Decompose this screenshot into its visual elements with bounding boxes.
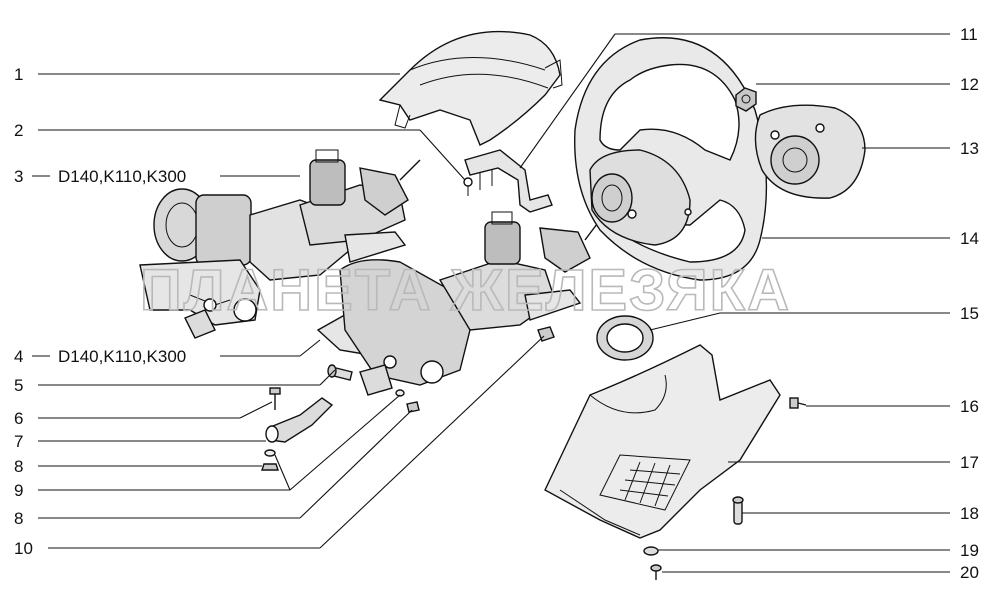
callout-6-number: 6 (14, 409, 23, 428)
steering-wheel (574, 37, 768, 281)
bolt-5 (327, 364, 353, 381)
trim-ring (596, 315, 654, 361)
lower-column-shroud (544, 344, 781, 539)
callout-18-number: 18 (960, 504, 979, 523)
steering-column-assembly-rear (139, 149, 421, 339)
screw-20 (650, 564, 662, 580)
callout-15-number: 15 (960, 304, 979, 323)
screw-16 (789, 397, 807, 409)
callout-13-number: 13 (960, 139, 979, 158)
callout-17-number: 17 (960, 453, 979, 472)
nut-8a (261, 449, 279, 471)
callout-3-number: 3 (14, 167, 23, 186)
callout-8b-number: 8 (14, 509, 23, 528)
clip-19 (643, 546, 659, 556)
callout-10-number: 10 (14, 539, 33, 558)
callout-2-number: 2 (14, 121, 23, 140)
nut-12 (735, 87, 757, 112)
callout-3-note: D140,K110,K300 (58, 167, 186, 186)
callout-5-number: 5 (14, 376, 23, 395)
callout-1-number: 1 (14, 65, 23, 84)
callout-4-note: D140,K110,K300 (58, 347, 186, 366)
callout-11-number: 11 (960, 25, 978, 44)
callout-14-number: 14 (960, 229, 979, 248)
callout-20-number: 20 (960, 563, 979, 582)
airbag-module (754, 104, 866, 199)
upper-column-shroud (378, 30, 563, 146)
callout-9-number: 9 (14, 481, 23, 500)
callout-16-number: 16 (960, 397, 979, 416)
callout-8a-number: 8 (14, 457, 23, 476)
washer-9 (395, 389, 405, 397)
callout-19-number: 19 (960, 541, 979, 560)
callout-12-number: 12 (960, 75, 979, 94)
leader-lines (32, 33, 950, 573)
screw-18 (732, 496, 744, 525)
column-bracket (463, 149, 553, 213)
callout-labels: 1 2 3 D140,K110,K300 4 D140,K110,K300 5 … (14, 25, 979, 582)
callout-4-number: 4 (14, 347, 23, 366)
watermark-text: ПЛАНЕТА ЖЕЛЕЗЯКА (140, 258, 791, 323)
bolt-6 (269, 387, 281, 410)
callout-7-number: 7 (14, 432, 23, 451)
steering-column-assembly-front (316, 211, 601, 396)
nut-8b (406, 401, 420, 413)
universal-joint (265, 397, 334, 443)
